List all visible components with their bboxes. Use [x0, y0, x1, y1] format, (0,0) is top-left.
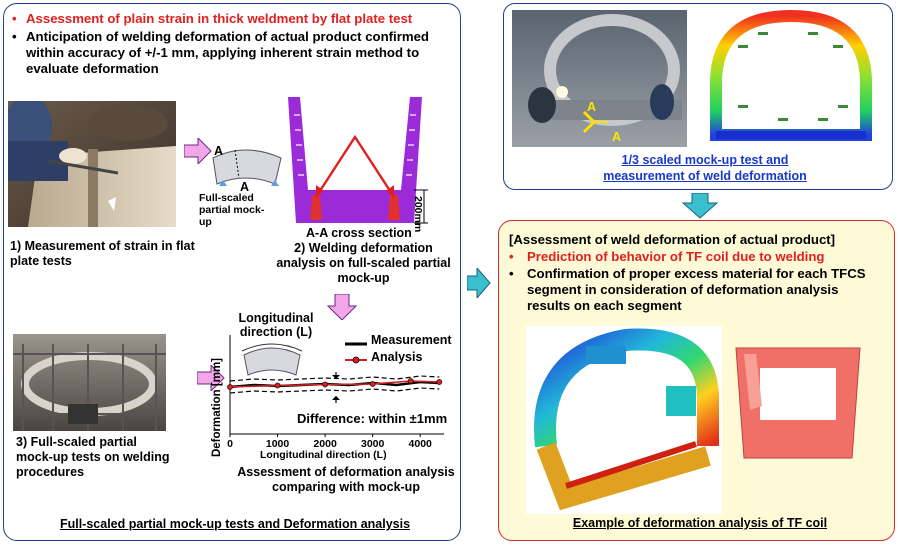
- longitudinal-annotation: Longitudinal direction (L): [238, 311, 314, 339]
- analysis-point: [322, 381, 329, 388]
- analysis-point: [274, 382, 281, 389]
- bottom-right-bullet-1: Prediction of behavior of TF coil due to…: [527, 249, 825, 264]
- bottom-right-heading: [Assessment of weld deformation of actua…: [509, 232, 836, 247]
- weld-deformation-contour: [698, 9, 884, 147]
- top-right-caption-1: 1/3 scaled mock-up test and: [621, 153, 789, 167]
- top-right-caption-2: measurement of weld deformation: [603, 169, 807, 183]
- br-bullet-dot-2: •: [509, 266, 514, 281]
- pink-arrow-2: [196, 363, 225, 396]
- yellow-section-marker: [580, 104, 610, 145]
- tolerance-band-up: [229, 375, 440, 382]
- mockup-label: Full-scaled partial mock-up: [199, 192, 265, 228]
- caption-1: 1) Measurement of strain in flat plate t…: [10, 239, 195, 268]
- cross-section-diagram: [286, 95, 436, 232]
- tf-coil-cross-section: [734, 346, 862, 461]
- left-bullet-dot-1: •: [12, 11, 17, 26]
- left-bullet-2: Anticipation of welding deformation of a…: [26, 29, 429, 76]
- caption-3: 3) Full-scaled partial mock-up tests on …: [16, 435, 170, 479]
- left-panel: [3, 3, 461, 541]
- x-tick-label: 4000: [409, 438, 433, 450]
- x-axis-label: Longitudinal direction (L): [260, 449, 387, 461]
- scaled-mockup-photo: [512, 10, 687, 147]
- left-bullet-dot-2: •: [12, 29, 17, 44]
- difference-arrowhead: [332, 375, 340, 379]
- x-tick-label: 0: [227, 438, 233, 450]
- deformation-chart-svg: 0 1000 2000 3000 4000: [227, 335, 444, 450]
- difference-arrowhead: [332, 396, 340, 400]
- legend-measurement-line: [345, 334, 367, 352]
- bottom-right-caption: Example of deformation analysis of TF co…: [572, 516, 828, 530]
- mockup-sketch: [205, 140, 285, 200]
- section-a-top: A: [214, 144, 224, 158]
- assessment-caption: Assessment of deformation analysis compa…: [237, 465, 455, 494]
- series-line-analysis: [229, 380, 440, 388]
- deformation-chart: 0 1000 2000 3000 4000: [204, 310, 460, 460]
- chart-mockup-inset: [240, 341, 304, 386]
- y-axis-label-box: Deformation [mm]: [204, 358, 223, 457]
- bottom-right-bullet-2: Confirmation of proper excess material f…: [527, 266, 866, 313]
- pink-arrow-down: [326, 293, 358, 325]
- mockup-test-photo: [13, 334, 166, 431]
- br-bullet-dot-1: •: [509, 249, 514, 264]
- left-footer: Full-scaled partial mock-up tests and De…: [59, 517, 411, 531]
- section-label: A-A cross section: [306, 226, 412, 240]
- cyan-arrow-down: [681, 192, 719, 224]
- x-tick-label: 2000: [313, 438, 337, 450]
- analysis-point: [407, 378, 414, 384]
- tf-coil-3d-render: [526, 326, 722, 514]
- cyan-arrow-right: [466, 266, 491, 303]
- dimension-label: 200mm: [412, 196, 424, 233]
- legend-analysis: Analysis: [371, 350, 423, 364]
- tolerance-band-down: [229, 387, 440, 394]
- section-a-bottom: A: [240, 180, 250, 194]
- analysis-point: [436, 379, 443, 385]
- analysis-point: [369, 381, 376, 387]
- y-axis-label: Deformation [mm]: [211, 357, 224, 458]
- difference-annotation: Difference: within ±1mm: [297, 411, 448, 426]
- legend-measurement: Measurement: [371, 333, 452, 347]
- label-a-bottom: A: [612, 130, 622, 144]
- flat-plate-test-photo: [8, 101, 176, 227]
- caption-2: 2) Welding deformation analysis on full-…: [276, 241, 451, 285]
- legend-analysis-line: [345, 351, 367, 369]
- x-tick-label: 1000: [266, 438, 290, 450]
- analysis-point: [227, 384, 233, 390]
- label-a-top: A: [587, 100, 597, 114]
- x-tick-label: 3000: [361, 438, 385, 450]
- pink-arrow-1: [183, 136, 212, 169]
- left-bullet-1: Assessment of plain strain in thick weld…: [26, 11, 413, 26]
